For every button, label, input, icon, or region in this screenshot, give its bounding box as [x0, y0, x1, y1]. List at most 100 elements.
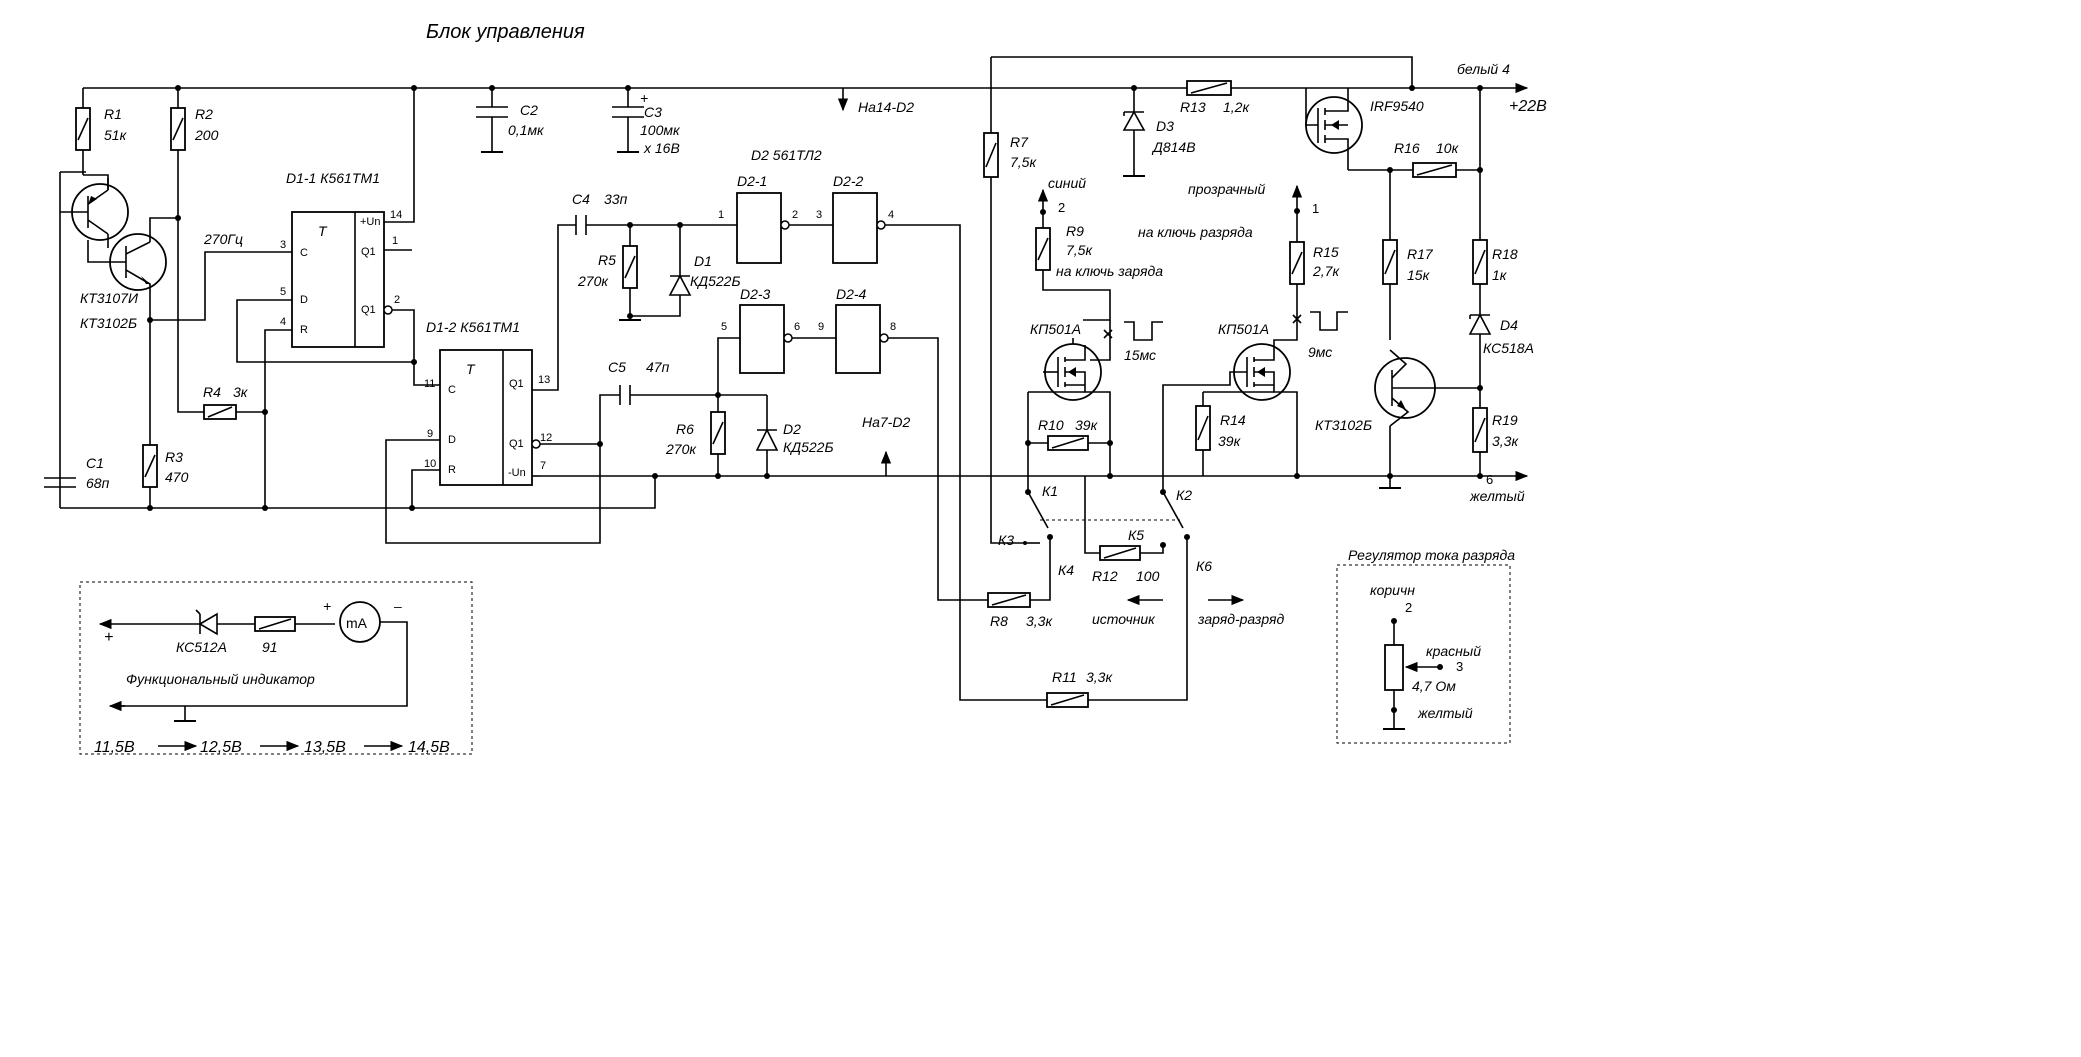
mosfet-1: КП501А 15мс [1030, 320, 1163, 476]
r19-resistor: R19 3,3к [1472, 388, 1519, 476]
transparent-label: прозрачный [1188, 181, 1266, 197]
transistor-q1 [60, 178, 129, 248]
schematic: Блок управления R1 51к [44, 21, 1547, 756]
blue-label: синий [1048, 175, 1086, 191]
r4-value: 3к [233, 384, 249, 400]
pmos-irf9540: IRF9540 [1305, 88, 1424, 170]
chip-d1-1: D1-1 К561ТМ1 T C D R +Un Q1 Q1 3 5 4 14 … [236, 88, 440, 508]
c3-name: C3 [644, 104, 662, 120]
r13-value: 1,2к [1223, 99, 1250, 115]
d1-2-pn9: 9 [427, 428, 433, 440]
mosfet-2-type: КП501А [1218, 321, 1269, 337]
r9-resistor: R9 7,5к на ключь заряда [1035, 223, 1163, 279]
r16-resistor: R16 10к [1348, 140, 1483, 178]
c1-value: 68п [86, 475, 110, 491]
d1-1-label: D1-1 К561ТМ1 [286, 170, 380, 186]
r10-name: R10 [1038, 417, 1064, 433]
r5-resistor: R5 270к [577, 225, 681, 321]
indicator-zener: КС512А [176, 639, 227, 655]
d4-name: D4 [1500, 317, 1518, 333]
top-rail [83, 56, 1529, 133]
direction-labels: источник заряд-разряд [1092, 594, 1285, 627]
d1-2-pn13: 13 [538, 374, 550, 386]
d1-1-pn5: 5 [280, 286, 286, 298]
gate-d2-4: D2-4 9 8 [818, 286, 988, 601]
q-pair-type1: КТ3107И [80, 290, 139, 306]
d3-name: D3 [1156, 118, 1174, 134]
contact-k1: К1 [1042, 483, 1058, 499]
transparent-num: 1 [1312, 201, 1319, 216]
r1-name: R1 [104, 106, 122, 122]
c1-capacitor: C1 68п [44, 455, 110, 491]
d1-diode: D1 КД522Б [668, 225, 741, 298]
g4-out: 8 [890, 321, 896, 333]
r11-resistor: R11 3,3к [1046, 669, 1113, 708]
c3-plus: + [640, 90, 648, 106]
regulator-brown: коричн [1370, 582, 1415, 598]
d1-1-pin-r: R [300, 324, 308, 336]
r8-name: R8 [990, 613, 1008, 629]
relay-contacts: К1 К2 К3 К4 К5 К6 R12 100 [998, 476, 1212, 701]
c5-name: C5 [608, 359, 626, 375]
d1-2-pin-c: C [448, 384, 456, 396]
d4-zener: D4 КС518А [1468, 313, 1534, 391]
r6-value: 270к [665, 441, 697, 457]
d1-1-pn3: 3 [280, 239, 286, 251]
r1-resistor: R1 51к [75, 88, 128, 175]
d2-3-label: D2-3 [740, 286, 771, 302]
blue-wire: синий 2 [1037, 175, 1111, 321]
d1-2-pn10: 10 [424, 458, 436, 470]
r18-name: R18 [1492, 246, 1518, 262]
r8-resistor: R8 3,3к [987, 592, 1053, 629]
d1-2-pn12: 12 [540, 432, 552, 444]
to-discharge-key: на ключь разряда [1138, 224, 1253, 240]
white-label: белый 4 [1457, 61, 1510, 77]
c5-capacitor: C5 47п [599, 359, 767, 444]
c3-value: 100мк [640, 122, 681, 138]
d2-4-label: D2-4 [836, 286, 867, 302]
d1-1-pin-d: D [300, 294, 308, 306]
r9-name: R9 [1066, 223, 1084, 239]
gate-d2-3: D2-3 5 6 [717, 286, 836, 395]
d1-1-pin-vcc: +Un [360, 216, 381, 228]
d1-1-pn14: 14 [390, 209, 402, 221]
r3-value: 470 [165, 469, 189, 485]
yellow-num: 6 [1486, 472, 1493, 487]
freq-label: 270Гц [203, 231, 243, 247]
meter-label: mA [346, 615, 368, 631]
g4-in: 9 [818, 321, 824, 333]
transparent-wire: прозрачный 1 на ключь разряда [1138, 181, 1319, 341]
meter-plus: + [323, 598, 331, 614]
d1-2-pin-gnd: -Un [508, 467, 526, 479]
d1-2-pin-q1n: Q1 [509, 438, 524, 450]
c4-name: C4 [572, 191, 590, 207]
r14-resistor: R14 39к [1195, 391, 1274, 476]
r18-value: 1к [1492, 267, 1508, 283]
r6-resistor: R6 270к [665, 395, 726, 476]
q-right-type: КТ3102Б [1315, 417, 1372, 433]
pulse-9: 9мс [1308, 344, 1332, 360]
d2-2-label: D2-2 [833, 173, 864, 189]
r6-name: R6 [676, 421, 694, 437]
d1-name: D1 [694, 253, 712, 269]
r14-name: R14 [1220, 412, 1246, 428]
to-d2-14: На14-D2 [837, 88, 914, 115]
osc-wires [59, 171, 292, 508]
regulator-red: красный [1426, 643, 1481, 659]
d1-1-pin-c: C [300, 247, 308, 259]
r19-value: 3,3к [1492, 433, 1519, 449]
r7-value: 7,5к [1010, 154, 1037, 170]
r2-resistor: R2 200 [170, 88, 219, 218]
g2-out: 4 [888, 209, 894, 221]
gate-d2-2: D2-2 3 4 [816, 173, 1047, 701]
d1-1-pn4: 4 [280, 316, 286, 328]
plus22-label: +22В [1509, 98, 1547, 115]
c5-value: 47п [646, 359, 670, 375]
pulse-15: 15мс [1124, 347, 1156, 363]
c2-name: C2 [520, 102, 538, 118]
q-pair-type2: КТ3102Б [80, 315, 137, 331]
contact-k4: К4 [1058, 562, 1074, 578]
r16-value: 10к [1436, 140, 1460, 156]
indicator-title: Функциональный индикатор [126, 671, 315, 687]
d1-1-pn2: 2 [394, 294, 400, 306]
